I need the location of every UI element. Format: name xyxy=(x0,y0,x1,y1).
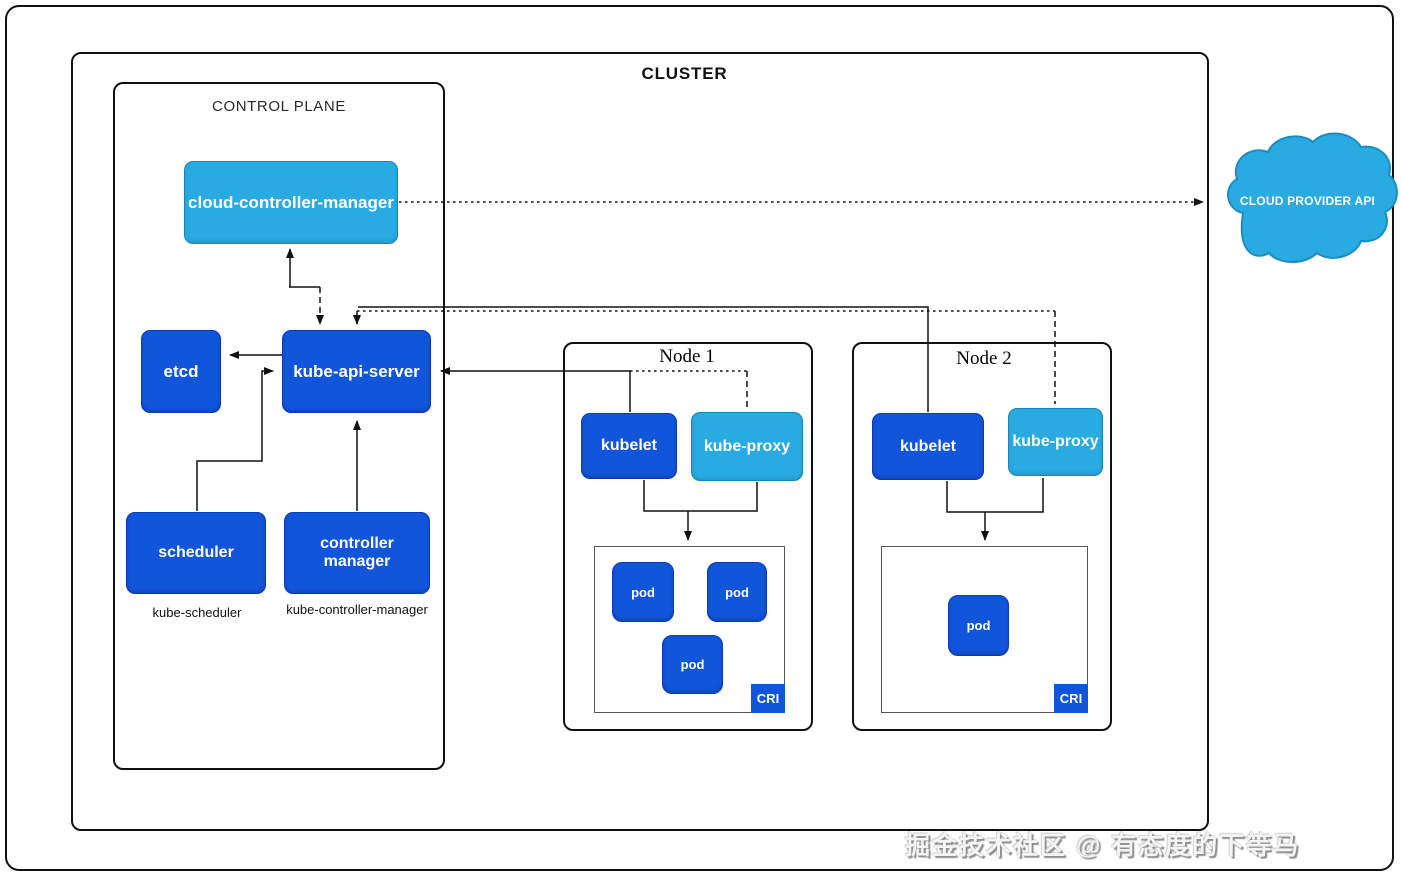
cluster-container xyxy=(71,52,1209,831)
kube-api-server-label: kube-api-server xyxy=(293,361,420,381)
node1-kube-proxy-label: kube-proxy xyxy=(703,437,791,455)
scheduler-label: scheduler xyxy=(158,544,234,561)
node2-kube-proxy-label: kube-proxy xyxy=(1012,433,1099,450)
kube-controller-manager-caption: kube-controller-manager xyxy=(286,602,428,617)
cloud-controller-manager-box: cloud-controller-manager xyxy=(184,161,398,244)
node1-pod-label: pod xyxy=(680,657,705,672)
node1-kubelet-label: kubelet xyxy=(600,437,657,454)
cloud-controller-manager-label: cloud-controller-manager xyxy=(188,192,394,212)
watermark-text: 掘金技术社区 @ 有态度的下等马 xyxy=(905,832,1301,860)
scheduler-box: scheduler xyxy=(126,512,266,594)
node2-kubelet-box: kubelet xyxy=(872,413,984,480)
controller-manager-label: controller manager xyxy=(320,535,394,570)
control-plane-container xyxy=(113,82,445,770)
node1-pod: pod xyxy=(707,562,767,622)
node2-title: Node 2 xyxy=(956,348,1012,369)
etcd-label: etcd xyxy=(163,361,199,381)
kube-scheduler-caption: kube-scheduler xyxy=(152,605,242,620)
node1-title: Node 1 xyxy=(659,346,715,367)
controller-manager-box: controller manager xyxy=(284,512,430,594)
node1-kubelet-box: kubelet xyxy=(581,413,677,479)
node2-kube-proxy-box: kube-proxy xyxy=(1008,408,1103,476)
cluster-title: CLUSTER xyxy=(641,64,728,83)
node1-kube-proxy-box: kube-proxy xyxy=(691,412,803,481)
node1-cri-badge: CRI xyxy=(751,684,785,713)
control-plane-title: CONTROL PLANE xyxy=(212,98,346,115)
etcd-box: etcd xyxy=(141,330,221,413)
node2-pod: pod xyxy=(948,595,1009,656)
node1-pod: pod xyxy=(662,635,723,694)
node2-cri-container: CRI xyxy=(881,546,1088,713)
node2-container xyxy=(852,342,1112,731)
node2-pod-label: pod xyxy=(966,618,991,633)
page-border xyxy=(5,5,1394,871)
node2-cri-badge: CRI xyxy=(1054,684,1088,713)
cloud-provider-api-label: CLOUD PROVIDER API xyxy=(1239,194,1376,208)
node1-pod-label: pod xyxy=(631,584,655,600)
node1-pod-label: pod xyxy=(725,584,749,600)
kube-api-server-box: kube-api-server xyxy=(282,330,431,413)
node2-kubelet-label: kubelet xyxy=(899,437,956,455)
node1-pod: pod xyxy=(612,562,674,622)
